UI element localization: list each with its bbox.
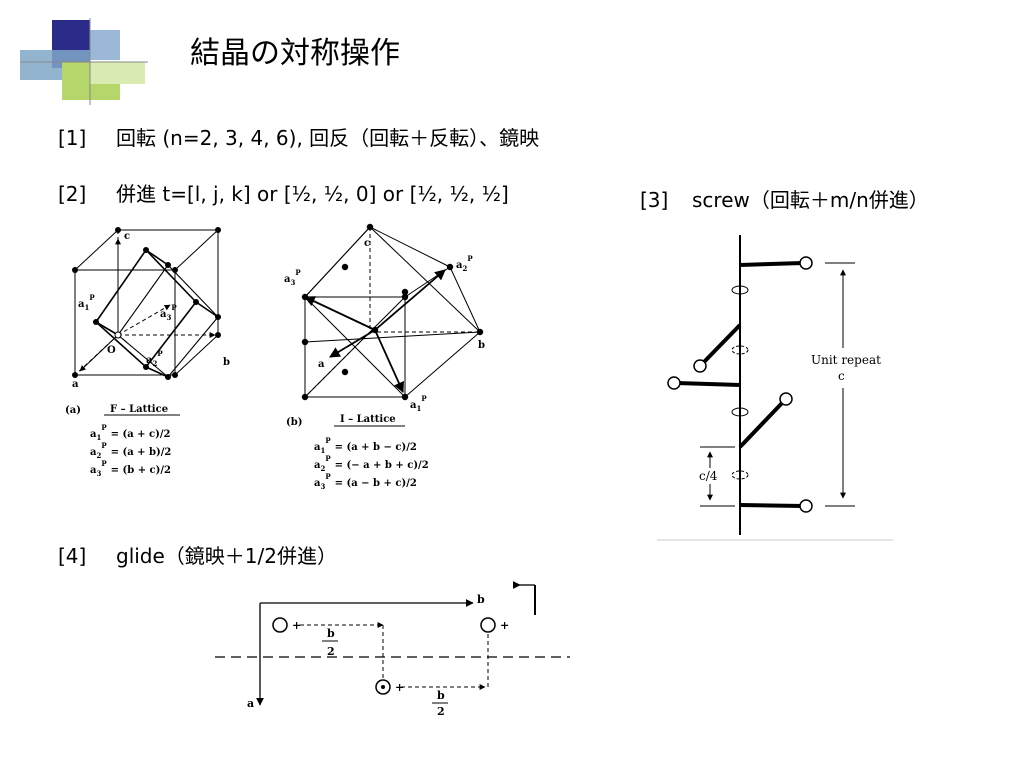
axis-a-label: a (318, 359, 325, 370)
item-glide: [4] glide（鏡映＋1/2併進） (58, 540, 337, 569)
label-background (805, 348, 890, 388)
half-b-denominator: 2 (327, 645, 335, 658)
svg-text:a2P= (− a + b + c)/2: a2P= (− a + b + c)/2 (314, 454, 429, 473)
atom-marker (381, 685, 385, 689)
caption-letter: (a) (65, 405, 81, 416)
item-rotation: [1] 回転 (n=2, 3, 4, 6), 回反（回転＋反転）、鏡映 (58, 122, 539, 151)
axis-c-label: c (124, 231, 130, 242)
axis-a-label: a (247, 697, 254, 710)
item-number: [3] (640, 188, 669, 212)
caption-letter: (b) (286, 417, 302, 428)
svg-text:a1P= (a + b − c)/2: a1P= (a + b − c)/2 (314, 436, 417, 455)
axis-a-label: a (72, 379, 79, 390)
lattice-points (72, 227, 221, 380)
axis-b-label: b (478, 340, 485, 351)
glide-axes (256, 581, 536, 706)
basis-vectors (79, 238, 216, 372)
item-text: screw（回転＋m/n併進） (692, 188, 929, 212)
glide-translation-paths (300, 622, 489, 690)
cube-edges (304, 226, 481, 398)
caption-name: F – Lattice (110, 404, 168, 415)
axis-b-label: b (477, 593, 485, 606)
vector-a2-label: a2P (456, 254, 473, 273)
axis-c-label: c (364, 238, 370, 249)
item-text: 回転 (n=2, 3, 4, 6), 回反（回転＋反転）、鏡映 (116, 126, 540, 150)
plus-sign: + (292, 619, 301, 632)
glide-atoms (272, 617, 496, 695)
item-number: [4] (58, 544, 87, 568)
origin-label: O (107, 345, 116, 356)
i-lattice-figure: c a b a3P a2P a1P (b) I – Lattice a1P= (… (284, 223, 485, 491)
vector-a3-label: a3P (284, 268, 301, 287)
item-screw: [3] screw（回転＋m/n併進） (640, 184, 929, 213)
origin-point (114, 331, 122, 339)
half-b-denominator: 2 (437, 705, 445, 715)
caption-name: I – Lattice (340, 414, 396, 425)
equations: a1P= (a + c)/2 a2P= (a + b)/2 a3P= (b + … (90, 423, 171, 478)
svg-text:a2P= (a + b)/2: a2P= (a + b)/2 (90, 441, 171, 460)
plus-sign: + (500, 619, 509, 632)
quarter-label: c/4 (699, 469, 718, 483)
slide-title: 結晶の対称操作 (190, 36, 400, 71)
unit-repeat-symbol: c (838, 369, 845, 383)
unit-repeat-label: Unit repeat (811, 353, 881, 367)
half-b-numerator: b (437, 689, 445, 702)
item-translation: [2] 併進 t=[l, j, k] or [½, ½, 0] or [½, ½,… (58, 178, 509, 207)
vector-a3-label: a3P (160, 303, 177, 322)
equations: a1P= (a + b − c)/2 a2P= (− a + b + c)/2 … (314, 436, 429, 491)
item-text: glide（鏡映＋1/2併進） (116, 544, 337, 568)
vector-a2-label: a2P (146, 349, 163, 368)
lattice-points (301, 223, 484, 401)
corner-decoration (20, 18, 148, 105)
svg-text:a3P= (b + c)/2: a3P= (b + c)/2 (90, 459, 171, 478)
vector-a1-label: a1P (78, 293, 95, 312)
f-lattice-figure: c a b O a1P a2P a3P (a) F – Lattice a1P=… (65, 227, 230, 478)
axis-b-label: b (223, 357, 230, 368)
svg-text:a1P= (a + c)/2: a1P= (a + c)/2 (90, 423, 171, 442)
screw-arms (676, 261, 804, 508)
glide-plane-figure: + + + a b b 2 b 2 (215, 581, 570, 715)
label-background (697, 468, 725, 484)
screw-axis-figure: Unit repeat c c/4 (657, 235, 893, 541)
item-number: [1] (58, 126, 87, 150)
svg-text:a3P= (a − b + c)/2: a3P= (a − b + c)/2 (314, 472, 417, 491)
vector-a1-label: a1P (410, 394, 427, 413)
item-text: 併進 t=[l, j, k] or [½, ½, 0] or [½, ½, ½] (116, 182, 509, 206)
rotation-arrows (731, 285, 749, 480)
half-b-numerator: b (327, 627, 335, 640)
screw-atoms (667, 256, 813, 513)
basis-vectors (304, 269, 446, 393)
item-number: [2] (58, 182, 87, 206)
plus-sign: + (395, 681, 404, 694)
